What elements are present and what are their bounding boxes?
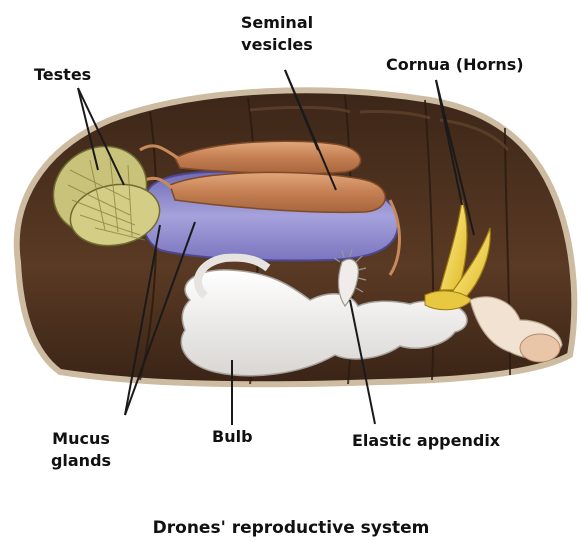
figure-caption: Drones' reproductive system <box>0 518 582 538</box>
label-seminal-vesicles: Seminal vesicles <box>222 12 332 56</box>
label-testes: Testes <box>34 64 91 86</box>
label-mucus-glands-line2: glands <box>40 450 122 472</box>
label-seminal-vesicles-line2: vesicles <box>222 34 332 56</box>
label-mucus-glands-line1: Mucus <box>40 428 122 450</box>
tip-bulge <box>520 334 560 362</box>
label-seminal-vesicles-line1: Seminal <box>222 12 332 34</box>
label-elastic-appendix: Elastic appendix <box>352 430 500 452</box>
label-mucus-glands: Mucus glands <box>40 428 122 472</box>
label-bulb: Bulb <box>212 426 253 448</box>
label-cornua: Cornua (Horns) <box>386 54 524 76</box>
